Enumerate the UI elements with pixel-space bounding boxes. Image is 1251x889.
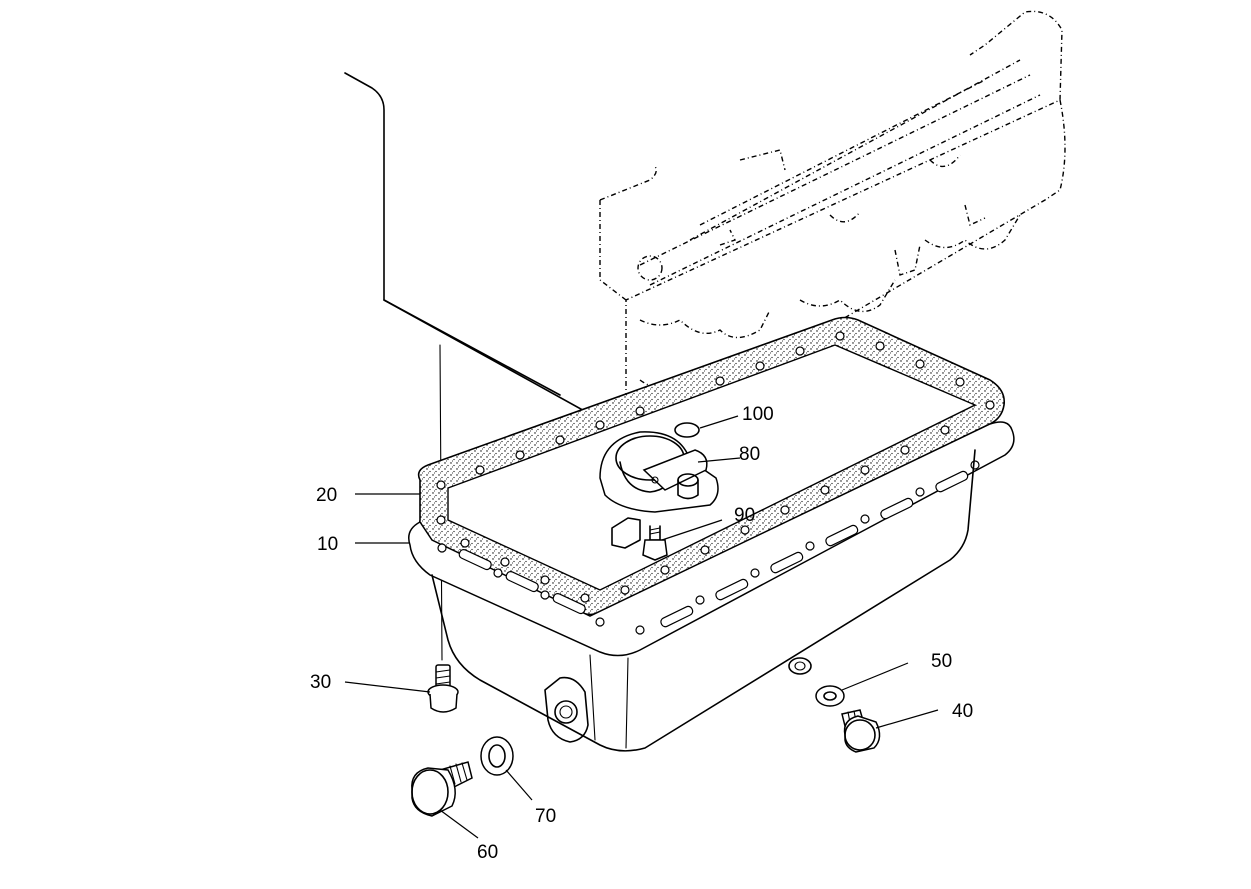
oil-pan [408, 421, 1015, 752]
oil-strainer [599, 431, 719, 549]
drain-washer [480, 736, 514, 776]
callout-30: 30 [310, 672, 331, 693]
callout-20: 20 [316, 485, 337, 506]
callout-90: 90 [734, 505, 755, 526]
pan-bolt [427, 664, 459, 713]
strainer-bolt [642, 525, 668, 561]
drain-washer-small [815, 685, 845, 707]
o-ring [674, 422, 700, 438]
callout-100: 100 [742, 404, 774, 425]
drain-plug-large [411, 761, 473, 817]
callout-10: 10 [317, 534, 338, 555]
callout-50: 50 [931, 651, 952, 672]
drain-plug-small [841, 709, 881, 753]
callout-70: 70 [535, 806, 556, 827]
callout-40: 40 [952, 701, 973, 722]
callout-60: 60 [477, 842, 498, 863]
callout-80: 80 [739, 444, 760, 465]
callouts: 20 10 30 40 50 60 70 80 90 100 [310, 404, 973, 863]
leader-lines [344, 415, 939, 839]
